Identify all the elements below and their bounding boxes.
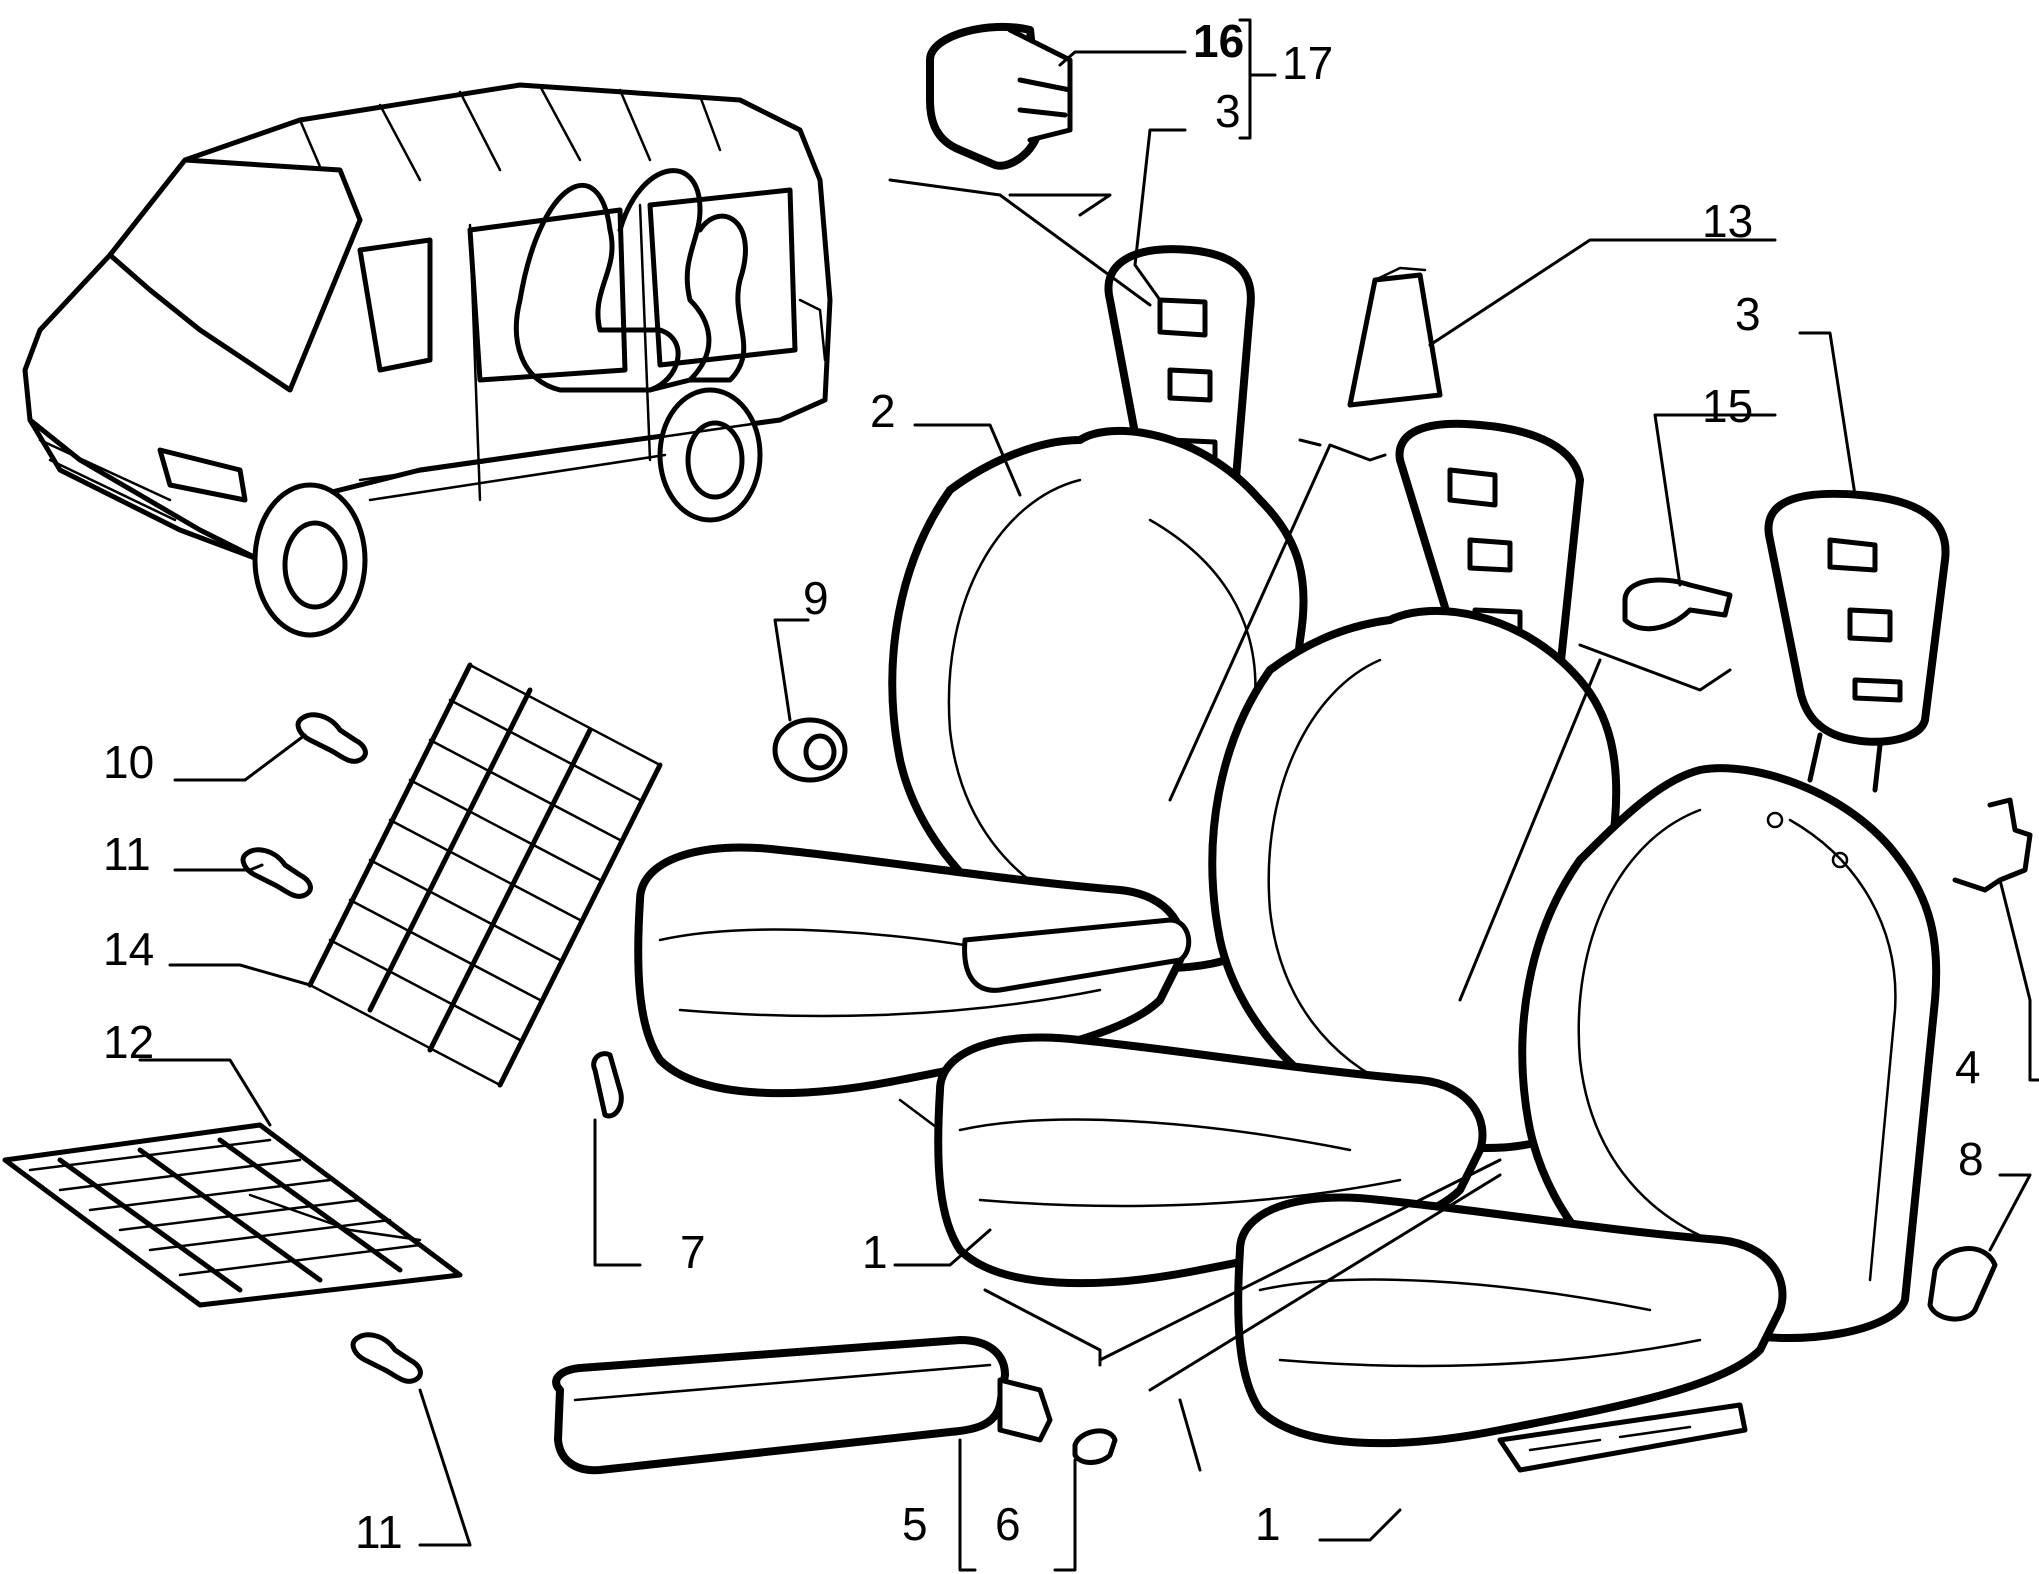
knob-part-9	[772, 717, 848, 783]
callout-11-a: 11	[103, 828, 151, 880]
callout-6: 6	[995, 1498, 1021, 1550]
clip-part-15	[1622, 577, 1733, 632]
headrest-part-16	[926, 22, 1073, 170]
callout-numbers: 16 17 3 13 3 15 2 9 10 11 14 12 4 8 7 1 …	[103, 15, 1984, 1558]
callout-9: 9	[803, 572, 829, 624]
callout-8: 8	[1958, 1133, 1984, 1185]
ring-part-8	[1927, 1246, 1998, 1322]
seat-frame-part-12	[2, 1122, 463, 1308]
callout-10: 10	[103, 736, 154, 788]
headrest-part-3	[1764, 489, 1950, 793]
leader-lines	[138, 18, 2039, 1572]
callout-13: 13	[1702, 195, 1753, 247]
callout-12: 12	[103, 1016, 154, 1068]
callout-2: 2	[870, 385, 896, 437]
callout-14: 14	[103, 923, 154, 975]
spring-part-11-a	[240, 847, 313, 899]
clip-part-6	[1072, 1428, 1118, 1465]
rod-part-4	[1952, 797, 2033, 893]
callout-1-mid: 1	[862, 1226, 888, 1278]
trim-part-13	[1347, 266, 1443, 408]
callout-15: 15	[1702, 380, 1753, 432]
callout-7: 7	[680, 1226, 706, 1278]
seat-right	[1234, 764, 1941, 1473]
spring-part-11-b	[350, 1332, 423, 1384]
seat-backrest-part-2	[634, 245, 1308, 1132]
spring-part-10	[295, 712, 368, 764]
callout-3-right: 3	[1735, 288, 1761, 340]
spring-part-7	[591, 1051, 624, 1119]
callout-1-bottom: 1	[1255, 1498, 1281, 1550]
callout-17: 17	[1282, 37, 1333, 89]
van-illustration	[22, 82, 833, 638]
callout-16: 16	[1193, 15, 1244, 67]
armrest-part-5	[552, 1336, 1053, 1475]
callout-5: 5	[902, 1498, 928, 1550]
spring-mat-part-14	[307, 662, 663, 1088]
callout-3-top: 3	[1215, 85, 1241, 137]
seat-middle	[934, 419, 1621, 1288]
callout-4: 4	[1955, 1041, 1981, 1093]
callout-11-b: 11	[355, 1506, 403, 1558]
